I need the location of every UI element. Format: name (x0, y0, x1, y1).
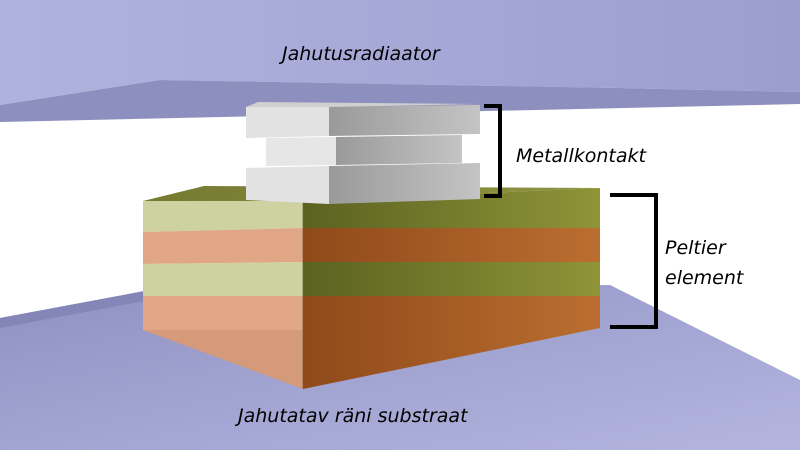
substrate-label: Jahutatav räni substraat (238, 405, 468, 427)
metal-contact-stack (246, 102, 480, 204)
heatsink-slab (0, 0, 800, 122)
peltier-block (143, 186, 600, 389)
peltier-bracket (610, 193, 658, 329)
metal-contact-label: Metallkontakt (516, 145, 646, 167)
heatsink-label: Jahutusradiaator (282, 43, 440, 65)
metal-contact-bracket (484, 104, 502, 198)
peltier-label-line2: element (665, 267, 744, 289)
peltier-label: Peltier element (665, 233, 743, 293)
peltier-label-line1: Peltier (665, 237, 726, 259)
